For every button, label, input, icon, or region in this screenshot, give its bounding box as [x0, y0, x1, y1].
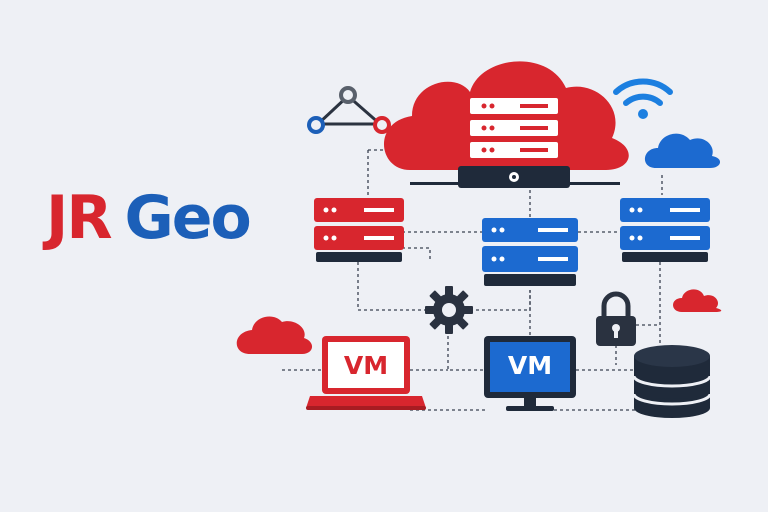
- laptop-icon: VM: [306, 336, 426, 410]
- database-icon: [632, 345, 712, 418]
- cloud-server-icon: [383, 61, 629, 188]
- monitor-vm-label: VM: [508, 351, 552, 380]
- gear-icon: [425, 286, 473, 334]
- laptop-vm-label: VM: [344, 351, 388, 380]
- wifi-icon: [613, 78, 673, 119]
- server-rack-blue-right: [620, 198, 710, 262]
- monitor-icon: VM: [484, 336, 576, 411]
- cloud-icon: [644, 133, 721, 168]
- server-rack-blue-center: [482, 218, 578, 286]
- cloud-icon-red-left: [236, 316, 313, 354]
- cloud-icon-small-red: [673, 289, 722, 312]
- lock-icon: [596, 291, 636, 346]
- network-nodes-icon: [307, 86, 391, 134]
- logo-text-geo: Geo: [124, 183, 252, 253]
- logo-text-jr: JR: [46, 183, 113, 253]
- server-rack-red: [314, 198, 404, 262]
